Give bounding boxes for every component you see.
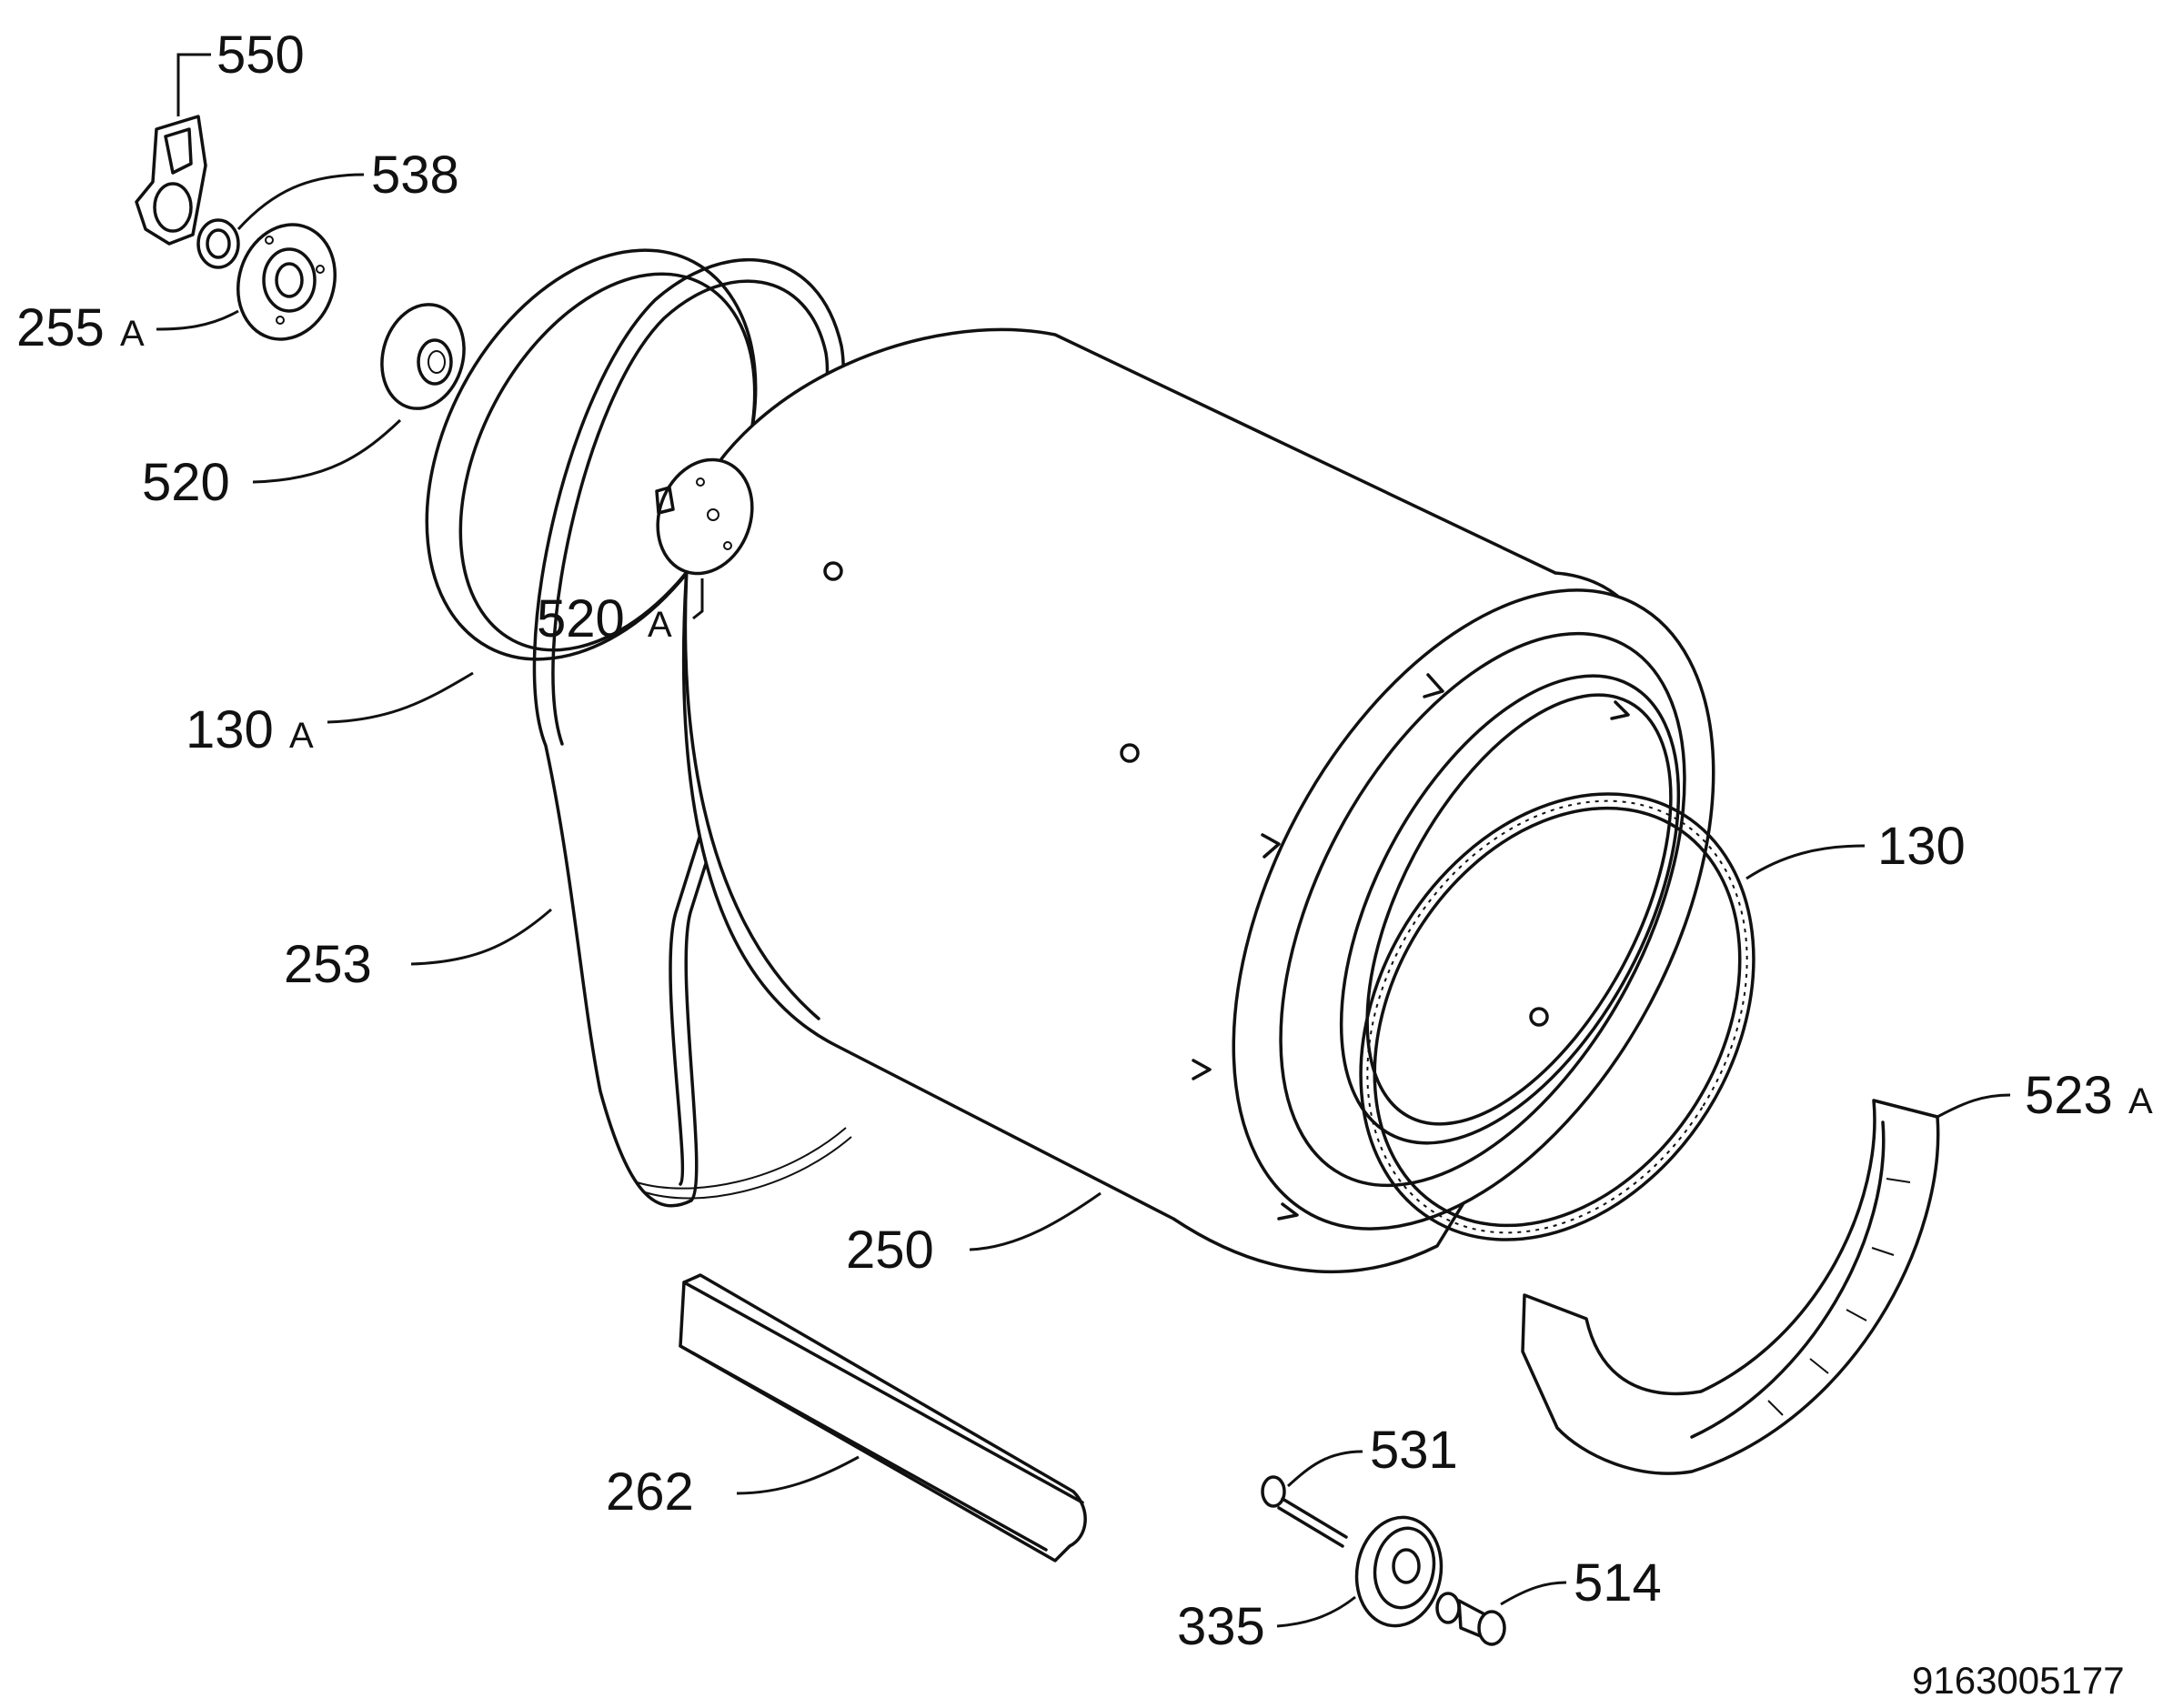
label-130: 130	[1877, 817, 1966, 876]
part-262-baffle-bar	[679, 1273, 1087, 1562]
part-250-drum	[681, 327, 1715, 1274]
document-number: 9163005177	[1912, 1659, 2125, 1702]
part-550-bracket	[135, 53, 211, 246]
label-335: 335	[1177, 1597, 1265, 1656]
part-514-sleeve	[1435, 1581, 1567, 1646]
label-520: 520	[142, 453, 230, 512]
label-130a: 130	[186, 700, 274, 759]
label-538: 538	[371, 146, 459, 205]
part-130-front-seal-ring	[1359, 792, 1866, 1241]
label-520a: 520	[537, 589, 625, 648]
label-523a-suffix: A	[2128, 1081, 2153, 1121]
label-130a-suffix: A	[289, 716, 314, 756]
label-520a-suffix: A	[648, 605, 672, 645]
part-255a-bearing-flange	[156, 223, 337, 341]
label-255a-suffix: A	[120, 314, 145, 354]
part-520a-shaft-flange	[655, 457, 754, 620]
part-523a-curved-guide	[1521, 1093, 2011, 1475]
label-253: 253	[284, 935, 372, 994]
part-520-flange	[252, 303, 466, 484]
label-523a: 523	[2025, 1066, 2113, 1125]
part-538-ring	[196, 173, 365, 269]
part-531-pin	[1261, 1450, 1363, 1548]
label-262: 262	[606, 1462, 694, 1522]
label-514: 514	[1574, 1553, 1662, 1613]
label-531: 531	[1370, 1421, 1458, 1480]
label-550: 550	[216, 25, 305, 85]
label-255a: 255	[16, 298, 105, 357]
label-250: 250	[846, 1221, 934, 1280]
part-335-roller-wheel	[1276, 1515, 1444, 1628]
